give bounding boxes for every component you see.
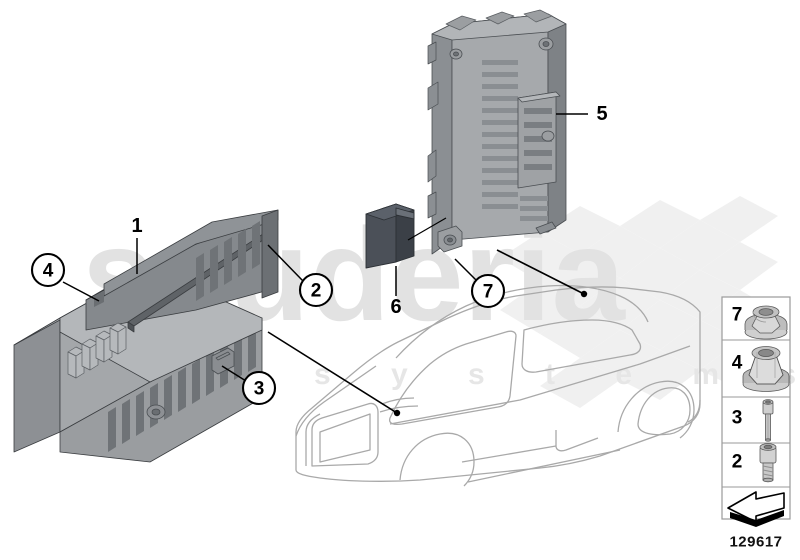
rear-mount-dot <box>580 290 588 298</box>
callout-7[interactable]: 7 <box>470 273 506 309</box>
callout-2[interactable]: 2 <box>298 272 334 308</box>
callout-4[interactable]: 4 <box>30 252 66 288</box>
watermark-sub-text: s y s t e m s <box>314 358 800 391</box>
short-bolt-icon <box>759 443 777 483</box>
main-fuse-relay-box <box>13 209 279 463</box>
long-screw-icon <box>762 399 774 442</box>
legend-7-label: 7 <box>732 305 743 326</box>
callout-4-label: 4 <box>43 261 54 282</box>
front-mount-dot <box>393 409 401 417</box>
callout-7-label: 7 <box>483 282 494 303</box>
callout-1-label: 1 <box>131 215 142 237</box>
hex-nut-icon <box>742 346 790 392</box>
callout-2-label: 2 <box>311 281 322 302</box>
leader-3 <box>221 365 247 382</box>
legend-row-3[interactable]: 3 <box>732 399 774 442</box>
small-relay <box>365 203 415 269</box>
leader-4 <box>62 281 100 302</box>
control-module <box>427 9 567 255</box>
legend-3-label: 3 <box>732 408 743 429</box>
leader-2 <box>267 244 304 282</box>
legend-row-2[interactable]: 2 <box>732 443 777 483</box>
leader-7 <box>454 258 478 282</box>
callout-leaders <box>62 113 588 382</box>
relay-to-module-leader <box>407 217 447 241</box>
sedan-outline <box>295 284 701 487</box>
callout-5-label: 5 <box>596 103 607 125</box>
legend-row-direction <box>727 491 785 527</box>
legend-row-4[interactable]: 4 <box>732 346 790 392</box>
legend-2-label: 2 <box>732 452 743 473</box>
vehicle-mount-leaders <box>267 249 588 417</box>
direction-arrow-icon <box>727 491 785 527</box>
callout-3-label: 3 <box>254 379 265 400</box>
checkered-flag-watermark <box>500 196 778 408</box>
callout-3[interactable]: 3 <box>241 370 277 406</box>
diagram-id-number: 129617 <box>729 534 782 551</box>
callout-6-label: 6 <box>390 296 401 318</box>
flange-nut-icon <box>744 305 788 340</box>
legend-row-7[interactable]: 7 <box>732 305 788 340</box>
legend-4-label: 4 <box>732 353 743 374</box>
